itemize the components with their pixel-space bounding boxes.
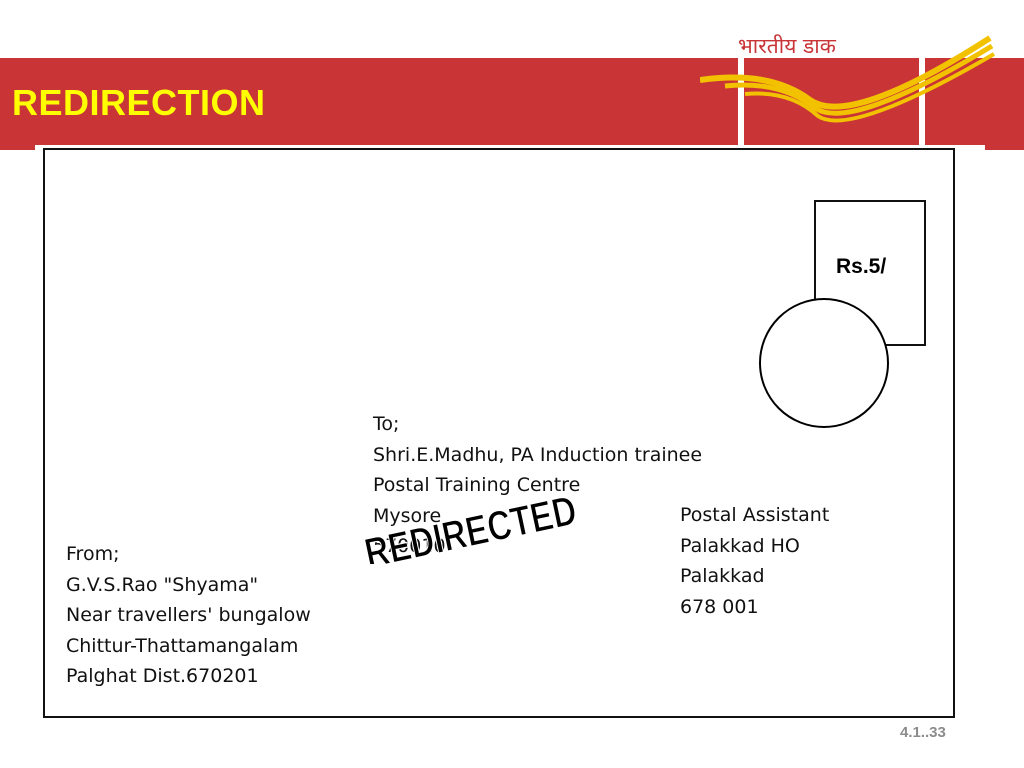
slide-title: REDIRECTION: [12, 82, 266, 123]
redirected-stamp: REDIRECTED: [360, 494, 581, 564]
stamp-value: Rs.5/: [836, 255, 887, 278]
slide-number: 4.1..33: [900, 724, 946, 741]
from-address: From; G.V.S.Rao "Shyama" Near travellers…: [66, 539, 311, 692]
from-line: Chittur-Thattamangalam: [66, 634, 299, 657]
logo-text: भारतीय डाक: [738, 34, 836, 58]
from-line: From;: [66, 543, 120, 565]
from-line: G.V.S.Rao "Shyama": [66, 573, 259, 596]
to-line: Mysore: [373, 504, 442, 527]
from-line: Palghat Dist.670201: [66, 665, 259, 687]
postmark-circle: [759, 298, 889, 428]
to-line: Postal Training Centre: [373, 474, 581, 496]
header-top-strip: [0, 0, 1024, 58]
india-post-logo-icon: [700, 35, 996, 152]
redirected-stamp-text: REDIRECTED: [360, 494, 580, 564]
to-line: 570010: [373, 535, 446, 557]
envelope: [43, 148, 955, 718]
new-address-line: 678 001: [680, 595, 759, 618]
from-line: Near travellers' bungalow: [66, 604, 311, 626]
new-address-line: Palakkad HO: [680, 534, 800, 557]
new-address: Postal Assistant Palakkad HO Palakkad 67…: [680, 500, 829, 622]
new-address-line: Palakkad: [680, 565, 765, 587]
to-address: To; Shri.E.Madhu, PA Induction trainee P…: [373, 409, 702, 562]
to-line: To;: [373, 413, 400, 435]
to-line: Shri.E.Madhu, PA Induction trainee: [373, 443, 703, 466]
new-address-line: Postal Assistant: [680, 504, 830, 526]
